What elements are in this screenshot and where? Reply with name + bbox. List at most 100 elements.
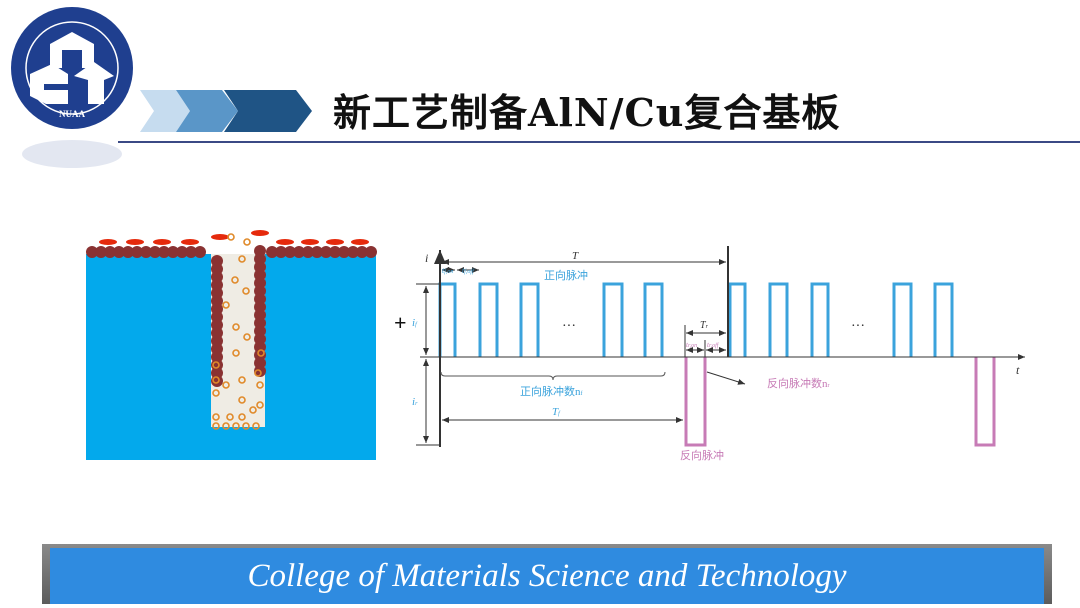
copper-ion [231,276,239,284]
forward-count-brace [440,371,666,381]
deposited-copper [86,246,98,258]
deposited-copper [275,246,287,258]
forward-pulse [438,282,457,357]
footer-text: College of Materials Science and Technol… [247,557,847,594]
additive-molecule [326,239,344,245]
forward-pulse [810,282,830,357]
deposited-copper [95,246,107,258]
i-reverse-label: ir [412,396,418,408]
chevron-dark-icon [224,90,312,132]
chevron-light-icon [140,90,190,132]
ellipsis-2: ··· [851,319,865,334]
forward-pulse [933,282,954,357]
copper-ion [256,381,264,389]
t-on-reverse-label: tr,on [686,341,697,349]
ellipsis-1: ··· [562,319,576,334]
additive-molecule [251,230,269,236]
deposited-copper [302,246,314,258]
deposited-copper [365,246,377,258]
copper-ion [232,323,240,331]
logo-reflection [22,140,122,168]
forward-pulse [728,282,747,357]
reverse-period-label: Tr [700,320,709,331]
page-title: 新工艺制备AlN/Cu复合基板 [333,90,841,135]
deposited-copper [113,246,125,258]
additive-molecule [153,239,171,245]
copper-ion [222,422,230,430]
period-label: T [572,250,579,262]
copper-ion [232,422,240,430]
copper-ion [254,369,262,377]
copper-ion [242,287,250,295]
copper-ion [243,238,251,246]
reverse-pulse-label: 反向脉冲 [680,448,724,462]
t-on-forward-label: tf,on [442,266,453,275]
plus-sign: + [394,310,407,335]
additive-molecule [211,234,229,240]
deposited-copper [266,246,278,258]
deposited-copper [194,246,206,258]
copper-ion [222,301,230,309]
copper-ion [212,413,220,421]
deposited-copper [320,246,332,258]
copper-ion [222,381,230,389]
copper-ion [242,422,250,430]
t-off-reverse-label: tr,off [707,341,720,349]
forward-count-label: 正向脉冲数nf [520,384,583,398]
deposited-copper [347,246,359,258]
copper-ion [212,376,220,384]
forward-period-label: Tf [552,406,561,418]
deposited-copper [140,246,152,258]
reverse-pulse [974,357,996,447]
copper-ion [238,413,246,421]
reverse-count-label: 反向脉冲数nr [767,376,830,390]
i-forward-label: if [412,317,418,329]
reverse-count-pointer [706,371,746,385]
footer-banner: College of Materials Science and Technol… [42,544,1052,604]
deposited-copper [104,246,116,258]
deposited-copper [176,246,188,258]
forward-pulse [643,282,664,357]
deposited-copper [122,246,134,258]
copper-ion [227,233,235,241]
forward-pulse-label: 正向脉冲 [544,268,588,282]
nuaa-logo: NUAA [11,7,133,168]
t-off-forward-label: tf,off [462,266,475,275]
via-fill-illustration [86,230,377,460]
copper-ion [249,406,257,414]
deposited-copper [329,246,341,258]
copper-ion [257,349,265,357]
copper-ion [256,401,264,409]
x-axis-label: t [1016,363,1020,377]
deposited-copper [158,246,170,258]
y-axis-label: i [425,251,428,265]
title-divider [118,141,1080,143]
additive-molecule [99,239,117,245]
forward-pulse [478,282,499,357]
deposited-copper [131,246,143,258]
chevron-mid-icon [176,90,238,132]
additive-molecule [276,239,294,245]
additive-molecule [126,239,144,245]
copper-ion [212,361,220,369]
deposited-copper [149,246,161,258]
title-chevrons [140,90,312,132]
copper-ion [226,413,234,421]
deposited-copper [311,246,323,258]
deposited-copper [356,246,368,258]
forward-pulse [519,282,540,357]
forward-pulse [892,282,913,357]
forward-pulse [602,282,624,357]
additive-molecule [351,239,369,245]
copper-ion [243,333,251,341]
deposited-copper [293,246,305,258]
copper-ion [252,422,260,430]
deposited-copper [185,246,197,258]
deposited-copper [338,246,350,258]
copper-ion [238,255,246,263]
copper-ion [212,389,220,397]
logo-abbr: NUAA [59,109,85,119]
copper-ion [238,376,246,384]
additive-molecule [181,239,199,245]
